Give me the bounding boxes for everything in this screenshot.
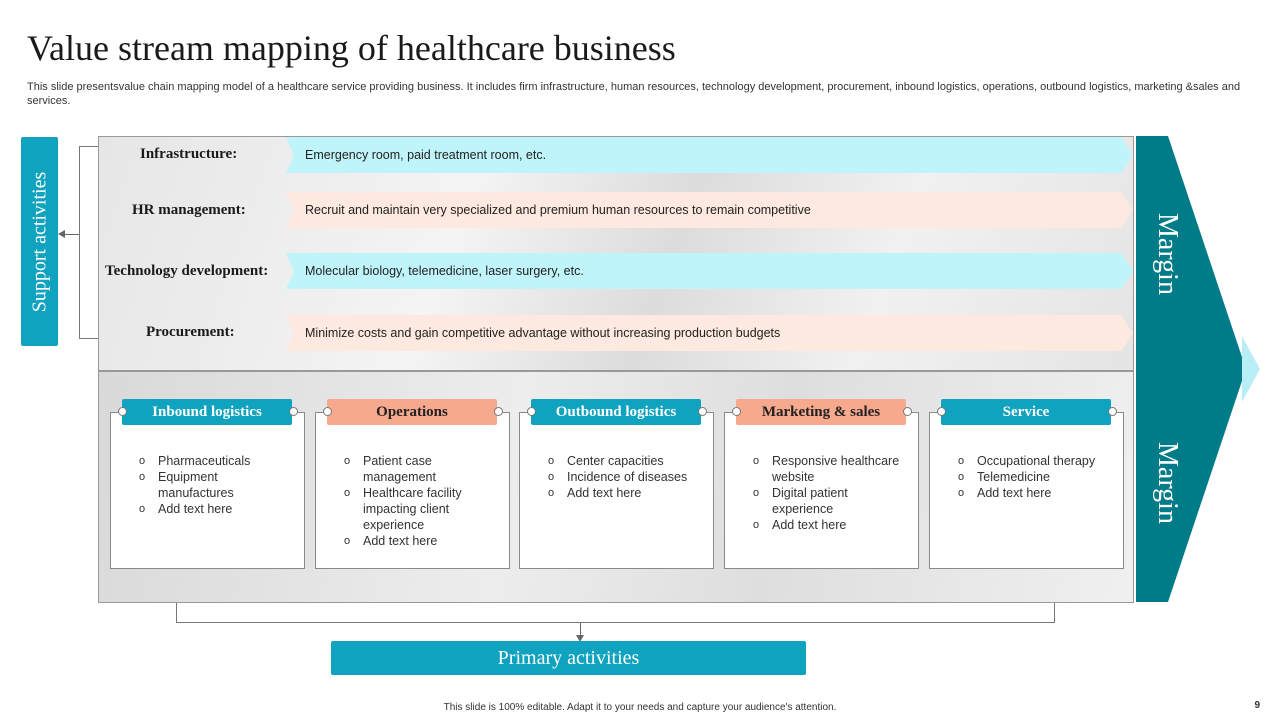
list-item: Digital patient experience	[753, 485, 910, 517]
card-header-service: Service	[941, 399, 1111, 425]
row-text-hr-management: Recruit and maintain very specialized an…	[305, 203, 811, 217]
row-label-technology-development: Technology development:	[105, 263, 269, 279]
connector-dot-icon	[494, 407, 503, 416]
connector-dot-icon	[937, 407, 946, 416]
list-item: Incidence of diseases	[548, 469, 705, 485]
card-list: Pharmaceuticals Equipment manufactures A…	[139, 453, 296, 517]
row-label-hr-management: HR management:	[132, 202, 246, 218]
connector-dot-icon	[1108, 407, 1117, 416]
slide-title: Value stream mapping of healthcare busin…	[27, 28, 676, 68]
card-inbound-logistics[interactable]: Pharmaceuticals Equipment manufactures A…	[110, 412, 305, 569]
support-activities-label: Support activities	[21, 137, 58, 346]
card-service[interactable]: Occupational therapy Telemedicine Add te…	[929, 412, 1124, 569]
page-number: 9	[1254, 700, 1260, 711]
list-item: Occupational therapy	[958, 453, 1115, 469]
row-text-infrastructure: Emergency room, paid treatment room, etc…	[305, 148, 547, 162]
list-item: Pharmaceuticals	[139, 453, 296, 469]
slide-subtitle: This slide presentsvalue chain mapping m…	[27, 81, 1241, 107]
card-header-operations: Operations	[327, 399, 497, 425]
list-item: Add text here	[139, 501, 296, 517]
list-item: Center capacities	[548, 453, 705, 469]
connector-dot-icon	[698, 407, 707, 416]
list-item: Equipment manufactures	[139, 469, 296, 501]
list-item: Add text here	[958, 485, 1115, 501]
margin-tip-shape	[1242, 336, 1260, 402]
primary-activities-label: Primary activities	[331, 641, 806, 675]
margin-chevron-shape	[1136, 136, 1246, 602]
connector-dot-icon	[323, 407, 332, 416]
list-item: Telemedicine	[958, 469, 1115, 485]
card-header-marketing-sales: Marketing & sales	[736, 399, 906, 425]
card-operations[interactable]: Patient case management Healthcare facil…	[315, 412, 510, 569]
row-text-technology-development: Molecular biology, telemedicine, laser s…	[305, 264, 584, 278]
margin-label-bottom: Margin	[1152, 442, 1183, 524]
connector-dot-icon	[118, 407, 127, 416]
list-item: Healthcare facility impacting client exp…	[344, 485, 501, 533]
slide-footer: This slide is 100% editable. Adapt it to…	[443, 702, 837, 713]
connector-dot-icon	[527, 407, 536, 416]
card-list: Center capacities Incidence of diseases …	[548, 453, 705, 501]
connector-dot-icon	[903, 407, 912, 416]
primary-arrow-icon	[576, 623, 584, 642]
support-activities-text: Support activities	[28, 171, 50, 312]
row-banner-procurement[interactable]: Minimize costs and gain competitive adva…	[286, 315, 1133, 351]
card-marketing-sales[interactable]: Responsive healthcare website Digital pa…	[724, 412, 919, 569]
card-outbound-logistics[interactable]: Center capacities Incidence of diseases …	[519, 412, 714, 569]
list-item: Patient case management	[344, 453, 501, 485]
margin-label-top: Margin	[1152, 213, 1183, 295]
row-banner-hr-management[interactable]: Recruit and maintain very specialized an…	[286, 192, 1133, 228]
connector-dot-icon	[289, 407, 298, 416]
list-item: Add text here	[548, 485, 705, 501]
card-list: Responsive healthcare website Digital pa…	[753, 453, 910, 533]
card-list: Occupational therapy Telemedicine Add te…	[958, 453, 1115, 501]
margin-chevron	[1136, 136, 1260, 602]
row-banner-infrastructure[interactable]: Emergency room, paid treatment room, etc…	[286, 137, 1133, 173]
support-arrow-icon	[58, 230, 79, 238]
list-item: Add text here	[753, 517, 910, 533]
list-item: Add text here	[344, 533, 501, 549]
row-label-procurement: Procurement:	[146, 324, 235, 340]
primary-bracket	[176, 603, 1055, 623]
row-banner-technology-development[interactable]: Molecular biology, telemedicine, laser s…	[286, 253, 1133, 289]
row-text-procurement: Minimize costs and gain competitive adva…	[305, 326, 781, 340]
card-header-outbound-logistics: Outbound logistics	[531, 399, 701, 425]
list-item: Responsive healthcare website	[753, 453, 910, 485]
card-list: Patient case management Healthcare facil…	[344, 453, 501, 549]
support-bracket	[79, 146, 99, 339]
row-label-infrastructure: Infrastructure:	[140, 146, 238, 162]
connector-dot-icon	[732, 407, 741, 416]
card-header-inbound-logistics: Inbound logistics	[122, 399, 292, 425]
